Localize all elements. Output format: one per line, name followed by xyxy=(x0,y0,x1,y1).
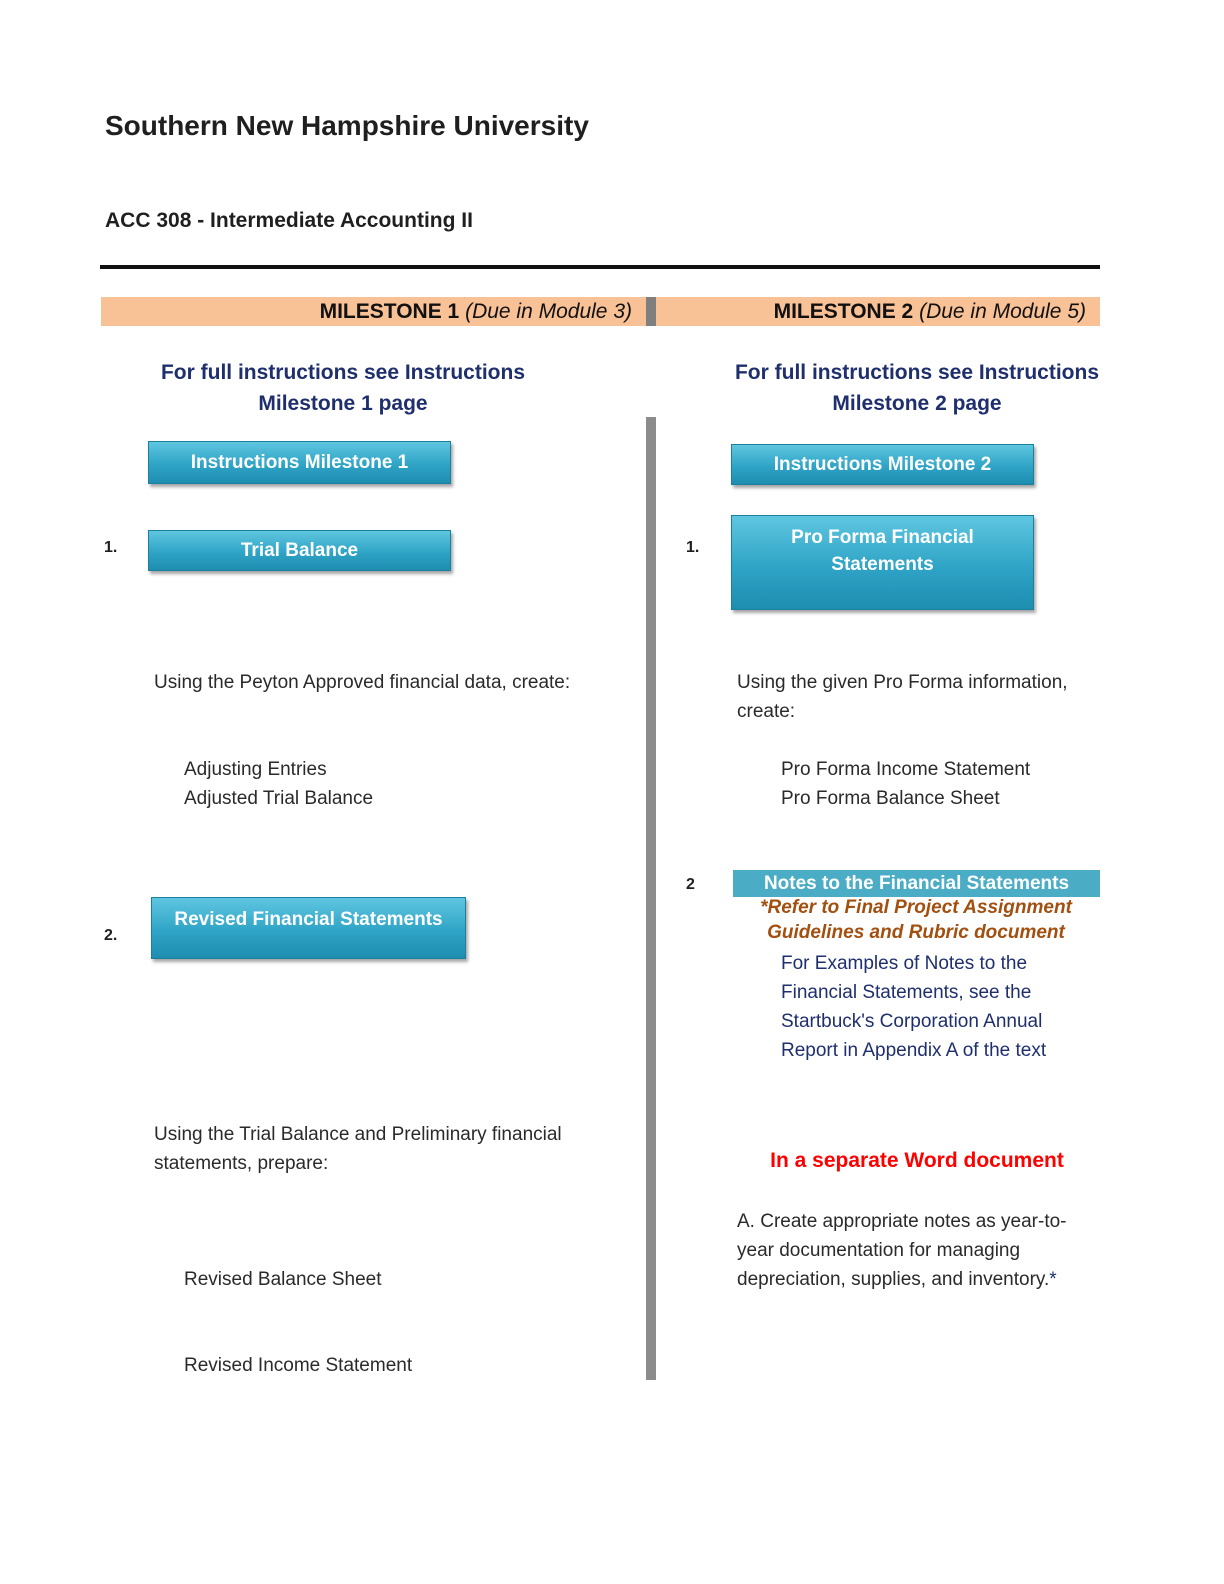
milestone-1-step-2-number: 2. xyxy=(104,927,118,944)
milestone-2-step-2-number: 2 xyxy=(686,876,695,893)
notes-to-financial-statements-header: Notes to the Financial Statements xyxy=(733,870,1100,897)
milestone-1-step-2-description: Using the Trial Balance and Preliminary … xyxy=(154,1124,562,1174)
milestone-2-step-2-task: A. Create appropriate notes as year-to-y… xyxy=(737,1207,1097,1294)
milestone-1-header: MILESTONE 1 (Due in Module 3) xyxy=(101,297,646,326)
milestone-2-step-1-number: 1. xyxy=(686,539,700,556)
milestone-1-step-1-number: 1. xyxy=(104,539,118,556)
trial-balance-button[interactable]: Trial Balance xyxy=(148,530,451,571)
refer-guidelines-note: *Refer to Final Project Assignment Guide… xyxy=(760,897,1072,943)
milestone-2-header: MILESTONE 2 (Due in Module 5) xyxy=(656,297,1100,326)
milestone-2-step-1-description: Using the given Pro Forma information, c… xyxy=(737,672,1068,722)
list-item: Revised Balance Sheet xyxy=(184,1269,382,1290)
milestone-1-title: MILESTONE 1 xyxy=(319,300,460,323)
milestone-1-instructions-note: For full instructions see Instructions M… xyxy=(160,361,526,415)
instructions-milestone-2-button[interactable]: Instructions Milestone 2 xyxy=(731,444,1034,485)
list-item: Adjusted Trial Balance xyxy=(184,788,374,809)
task-asterisk: * xyxy=(1049,1269,1057,1290)
university-title: Southern New Hampshire University xyxy=(105,110,589,141)
milestone-2-due: (Due in Module 5) xyxy=(919,300,1086,323)
pro-forma-financial-statements-button[interactable]: Pro Forma Financial Statements xyxy=(731,515,1034,610)
milestone-2-instructions-note: For full instructions see Instructions M… xyxy=(734,361,1100,415)
revised-financial-statements-button[interactable]: Revised Financial Statements xyxy=(151,897,466,959)
milestone-1-due: (Due in Module 3) xyxy=(465,300,632,323)
instructions-milestone-1-button[interactable]: Instructions Milestone 1 xyxy=(148,441,451,484)
examples-note: For Examples of Notes to the Financial S… xyxy=(781,953,1047,1061)
list-item: Revised Income Statement xyxy=(184,1355,413,1376)
list-item: Adjusting Entries xyxy=(184,759,327,780)
header-rule xyxy=(100,265,1100,269)
course-title: ACC 308 - Intermediate Accounting II xyxy=(105,209,473,232)
list-item: Pro Forma Income Statement xyxy=(781,759,1031,780)
milestone-2-title: MILESTONE 2 xyxy=(773,300,914,323)
milestone-1-step-1-description: Using the Peyton Approved financial data… xyxy=(154,672,571,693)
list-item: Pro Forma Balance Sheet xyxy=(781,788,1000,809)
column-divider xyxy=(646,417,656,1380)
separate-document-alert: In a separate Word document xyxy=(770,1149,1064,1172)
task-text: A. Create appropriate notes as year-to-y… xyxy=(737,1211,1067,1290)
column-divider-top xyxy=(646,297,656,326)
